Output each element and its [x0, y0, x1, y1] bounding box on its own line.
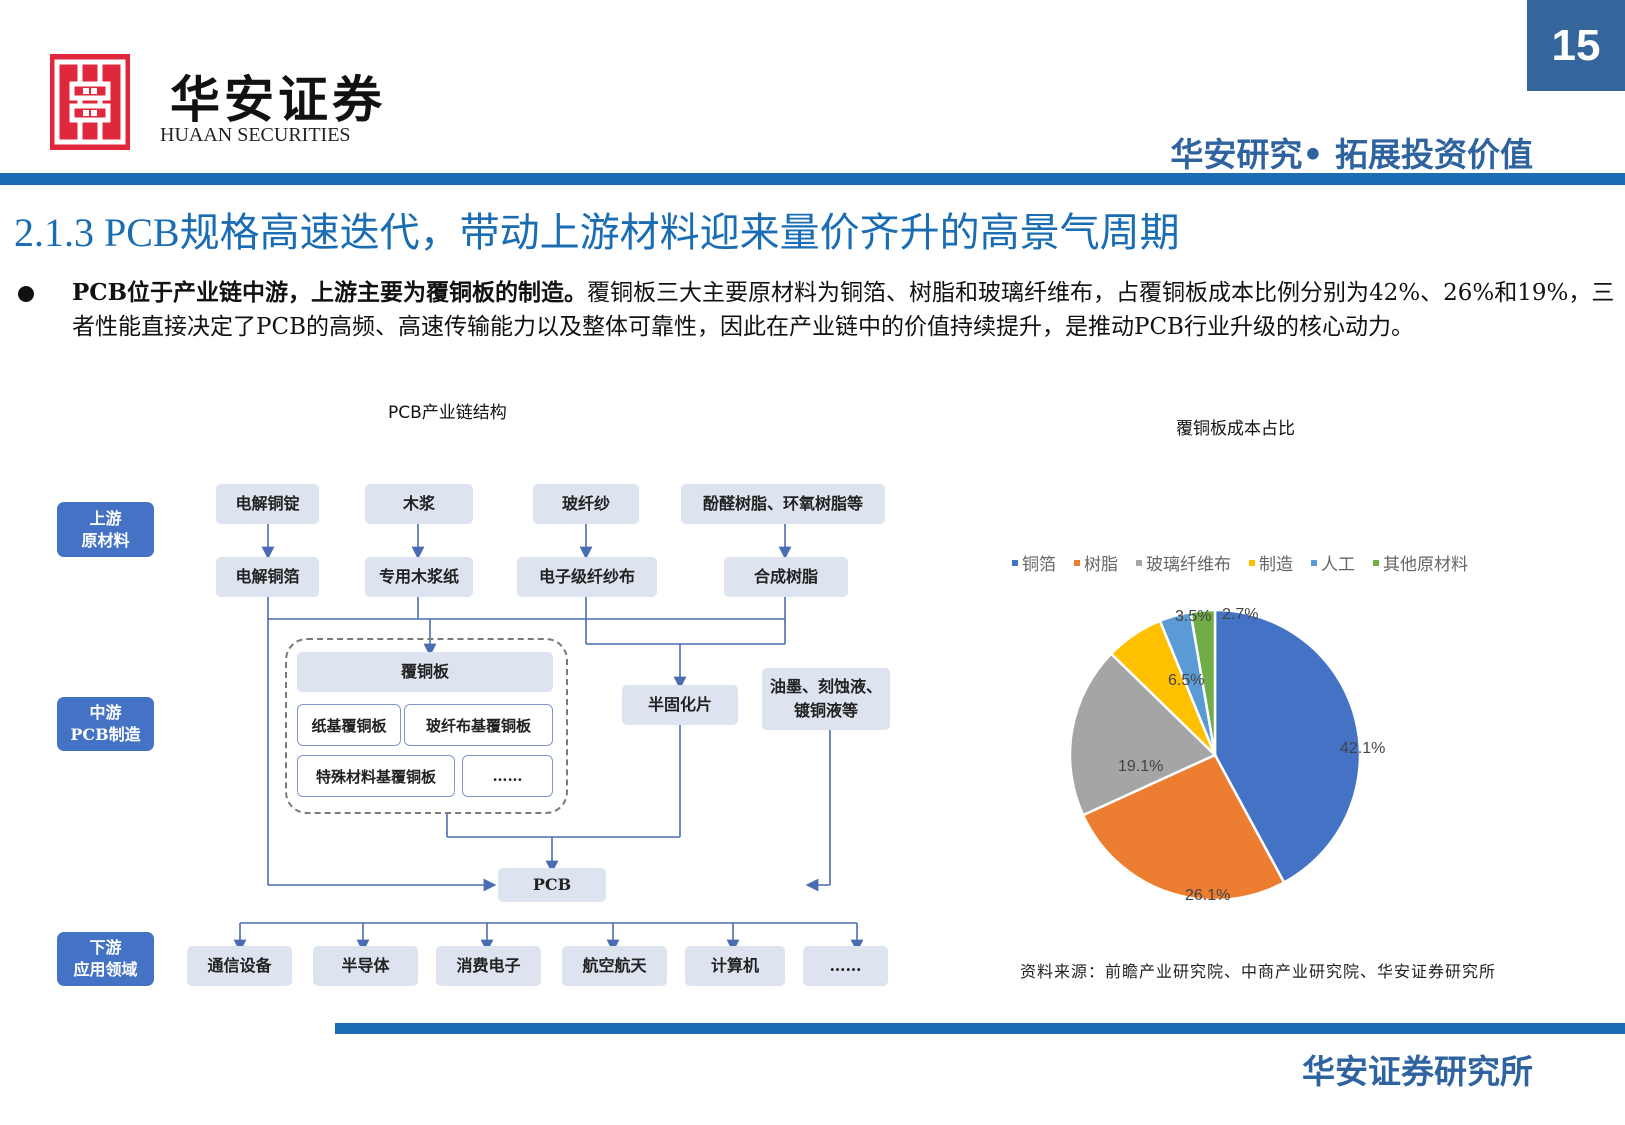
pie-slice [1081, 753, 1286, 902]
pie-slice [1213, 608, 1362, 885]
legend-item-glass-cloth: 玻璃纤维布 [1136, 550, 1231, 575]
raw-wood-pulp: 木浆 [365, 484, 473, 524]
legend-item-copper-foil: 铜箔 [1012, 550, 1056, 575]
pie-label-copper-foil: 42.1% [1340, 740, 1386, 757]
pie-slice [1189, 608, 1217, 756]
pie-label-other-materials: 2.7% [1222, 606, 1259, 623]
bullet-body: 覆铜板三大主要原材料为铜箔、树脂和玻璃纤维布，占覆铜板成本比例分别为42%、26… [72, 280, 1615, 340]
legend-label: 制造 [1259, 555, 1293, 575]
chemicals-line1: 油墨、刻蚀液、 [769, 677, 882, 696]
tier-downstream-label: 下游 应用领域 [57, 932, 154, 986]
legend-swatch-icon [1249, 559, 1255, 566]
app-semiconductor: 半导体 [313, 946, 418, 986]
logo-english-name: HUAAN SECURITIES [160, 124, 351, 146]
legend-item-labor: 人工 [1311, 550, 1355, 575]
ccl-title-box: 覆铜板 [297, 652, 553, 692]
legend-label: 人工 [1321, 555, 1355, 575]
app-more: …… [803, 946, 888, 986]
pie-label-manufacturing: 6.5% [1168, 672, 1205, 689]
tier-midstream-label: 中游 PCB制造 [57, 697, 154, 751]
footer-brand: 华安证券研究所 [1302, 1052, 1533, 1091]
page-title: 2.1.3 PCB规格高速迭代，带动上游材料迎来量价齐升的高景气周期 [14, 210, 1180, 255]
prepreg-box: 半固化片 [622, 685, 738, 725]
legend-label: 铜箔 [1022, 555, 1056, 575]
logo-chinese-name: 华安证券 [170, 70, 386, 129]
legend-swatch-icon [1074, 559, 1080, 566]
ccl-type-glass: 玻纤布基覆铜板 [404, 704, 553, 746]
tier-upstream-line1: 上游 [89, 508, 122, 528]
raw-synthetic-resin: 合成树脂 [724, 557, 848, 597]
bullet-lead: PCB位于产业链中游，上游主要为覆铜板的制造。 [72, 279, 588, 306]
page-number: 15 [1527, 0, 1625, 91]
raw-pulp-paper: 专用木浆纸 [365, 557, 473, 597]
pie-label-glass-cloth: 19.1% [1118, 758, 1164, 775]
header-divider [0, 173, 1625, 185]
chemicals-box: 油墨、刻蚀液、 镀铜液等 [762, 668, 890, 730]
tier-midstream-line1: 中游 [89, 703, 122, 722]
bullet-paragraph: PCB位于产业链中游，上游主要为覆铜板的制造。覆铜板三大主要原材料为铜箔、树脂和… [72, 276, 1622, 344]
app-computer: 计算机 [685, 946, 785, 986]
legend-item-resin: 树脂 [1074, 550, 1118, 575]
legend-label: 树脂 [1084, 555, 1118, 575]
ccl-group [285, 638, 568, 814]
raw-resins: 酚醛树脂、环氧树脂等 [681, 484, 885, 524]
tier-upstream-line2: 原材料 [81, 530, 130, 550]
diagram-title: PCB产业链结构 [388, 403, 507, 423]
ccl-type-paper: 纸基覆铜板 [297, 704, 401, 746]
pie-label-resin: 26.1% [1185, 887, 1231, 904]
chart-title: 覆铜板成本占比 [1176, 419, 1295, 439]
legend-label: 玻璃纤维布 [1146, 555, 1231, 575]
legend-swatch-icon [1012, 559, 1018, 566]
app-aerospace: 航空航天 [562, 946, 667, 986]
tier-midstream-line2: PCB制造 [70, 725, 141, 744]
legend-item-manufacturing: 制造 [1249, 550, 1293, 575]
footer-divider [335, 1023, 1625, 1034]
ccl-type-special: 特殊材料基覆铜板 [297, 755, 455, 797]
pie-slice [1068, 651, 1218, 817]
chemicals-line2: 镀铜液等 [793, 701, 858, 720]
legend-swatch-icon [1373, 559, 1379, 566]
legend-item-other-materials: 其他原材料 [1373, 550, 1468, 575]
app-telecom: 通信设备 [187, 946, 292, 986]
bullet-icon [18, 286, 34, 302]
header-slogan: 华安研究• 拓展投资价值 [1170, 135, 1533, 174]
tier-downstream-line2: 应用领域 [73, 960, 138, 979]
logo-mark-icon [50, 54, 130, 150]
raw-copper-foil: 电解铜箔 [216, 557, 319, 597]
pie-chart [1068, 608, 1362, 902]
ccl-type-more: …… [462, 755, 553, 797]
legend-swatch-icon [1136, 559, 1142, 566]
tier-downstream-line1: 下游 [89, 938, 122, 957]
legend-swatch-icon [1311, 559, 1317, 566]
raw-glass-cloth: 电子级纤纱布 [517, 557, 657, 597]
chart-legend: 铜箔 树脂 玻璃纤维布 制造 人工 其他原材料 [1012, 550, 1468, 575]
app-consumer-electronics: 消费电子 [436, 946, 541, 986]
legend-label: 其他原材料 [1383, 555, 1468, 575]
raw-glass-yarn: 玻纤纱 [533, 484, 639, 524]
pcb-box: PCB [498, 868, 606, 902]
tier-upstream-label: 上游 原材料 [57, 502, 154, 557]
raw-copper-ingot: 电解铜锭 [216, 484, 319, 524]
pie-label-labor: 3.5% [1175, 608, 1212, 625]
source-note: 资料来源：前瞻产业研究院、中商产业研究院、华安证券研究所 [1020, 962, 1497, 981]
